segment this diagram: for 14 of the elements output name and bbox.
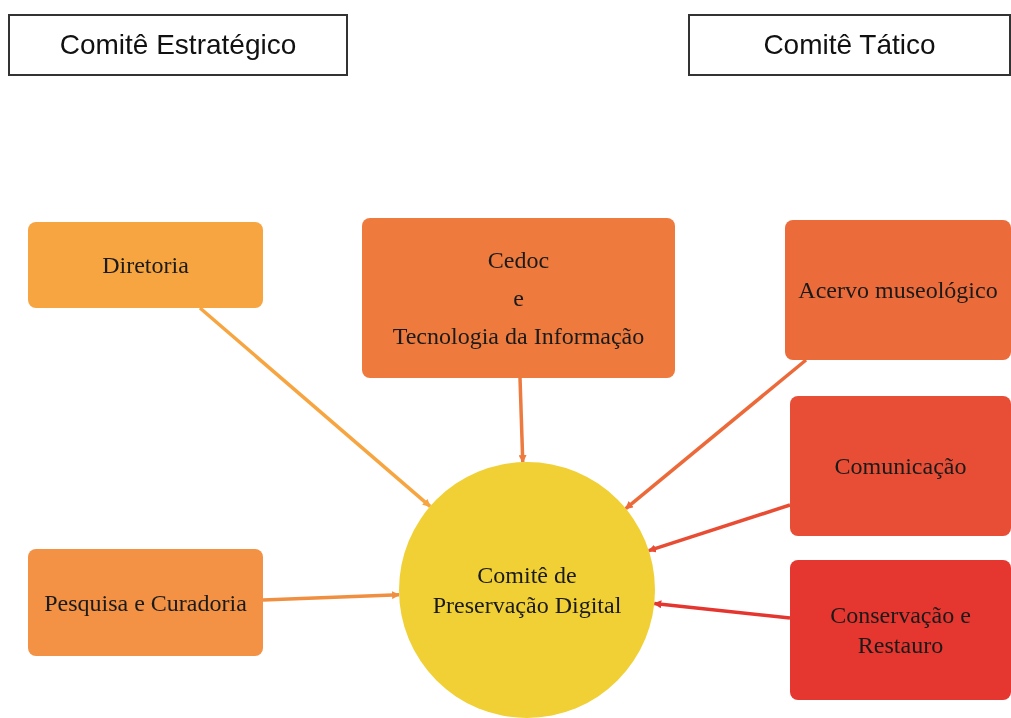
- arrow: [262, 591, 401, 602]
- arrow: [653, 600, 791, 620]
- arrow: [198, 306, 432, 508]
- department-box: Pesquisa e Curadoria: [28, 549, 263, 656]
- committee-label-box: Comitê Estratégico: [8, 14, 348, 76]
- department-box: Cedoc e Tecnologia da Informação: [362, 218, 675, 378]
- department-box: Acervo museológico: [785, 220, 1011, 360]
- department-box: Comunicação: [790, 396, 1011, 536]
- department-box: Conservação e Restauro: [790, 560, 1011, 700]
- arrow: [624, 358, 808, 510]
- arrow: [518, 377, 527, 464]
- committee-label-box: Comitê Tático: [688, 14, 1011, 76]
- department-box: Diretoria: [28, 222, 263, 308]
- arrow: [647, 503, 791, 553]
